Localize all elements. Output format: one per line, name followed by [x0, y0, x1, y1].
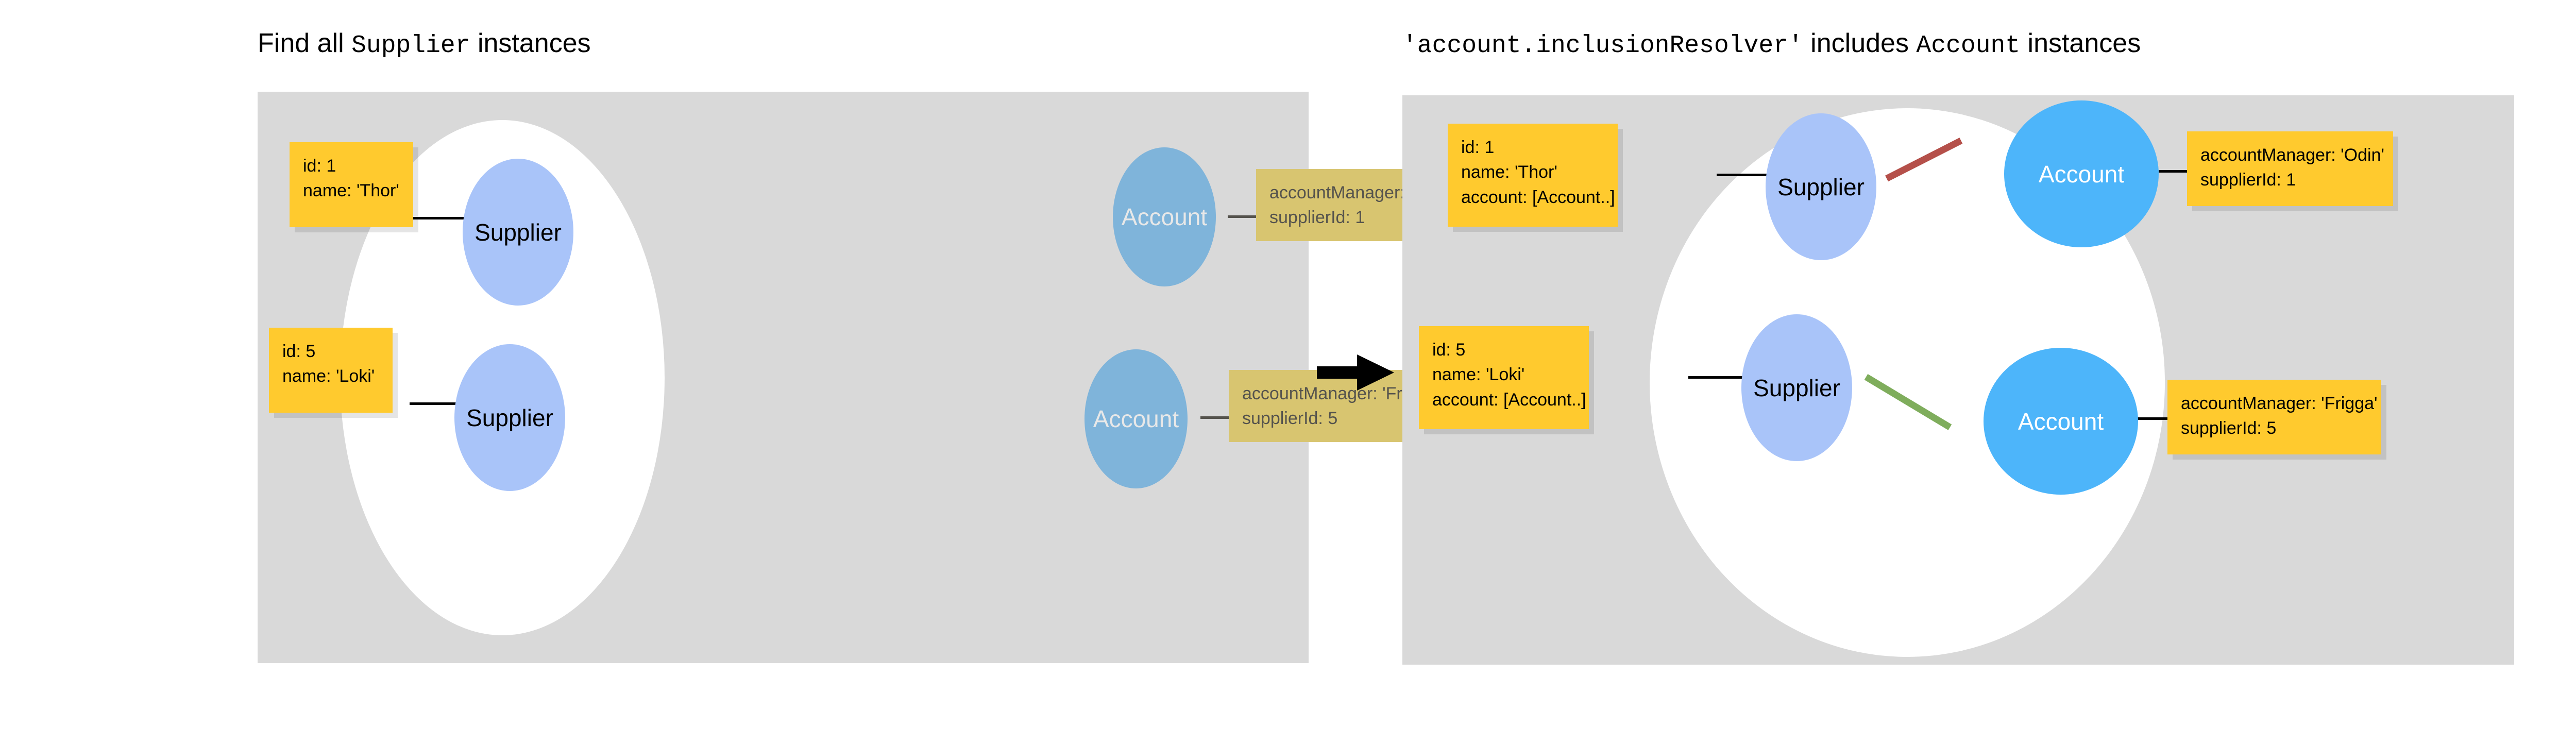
right-panel-title: 'account.inclusionResolver' includes Acc…	[1402, 30, 2141, 58]
node-supplier-5-label: Supplier	[1753, 374, 1840, 401]
property-line: supplierId: 1	[1269, 208, 1365, 228]
edge-supplier-box-1	[410, 217, 464, 219]
property-line: accountManager: 'Frigga'	[2181, 394, 2378, 413]
right-panel: Supplier Supplier Account Account id: 1 …	[1402, 95, 2514, 665]
edge-supplier-box-1	[1717, 174, 1768, 176]
property-line: id: 1	[303, 156, 336, 176]
node-account-1-label: Account	[2038, 160, 2125, 188]
node-supplier-1-label: Supplier	[474, 218, 562, 246]
property-line: accountManager: 'Odin'	[2200, 145, 2384, 165]
left-panel-title: Find all Supplier instances	[258, 30, 591, 58]
node-account-1-label: Account	[1121, 204, 1208, 230]
left-panel: Supplier Supplier Account Account id: 1 …	[258, 92, 1457, 663]
property-box-supplier-5[interactable]: id: 5 name: 'Loki' account: [Account..]	[1419, 326, 1589, 429]
property-box-account-5[interactable]: accountManager: 'Frigga' supplierId: 5	[2167, 380, 2381, 454]
node-account-5-label: Account	[2018, 408, 2104, 435]
node-account-5[interactable]: Account	[1984, 348, 2138, 495]
edge-account-box-1	[1228, 215, 1256, 218]
edge-supplier-box-5	[1688, 376, 1742, 379]
property-line: id: 1	[1461, 138, 1495, 157]
right-arrow-icon	[1317, 354, 1394, 391]
left-title-suffix: instances	[470, 28, 591, 58]
property-box-account-1[interactable]: accountManager: 'Odin' supplierId: 1	[2187, 131, 2393, 206]
property-box-supplier-5[interactable]: id: 5 name: 'Loki'	[269, 328, 393, 413]
property-line: supplierId: 5	[1242, 409, 1338, 429]
edge-account-box-1	[2159, 170, 2187, 173]
property-line: name: 'Loki'	[282, 366, 375, 386]
edge-account-box-5	[1200, 416, 1229, 419]
node-account-1[interactable]: Account	[1113, 147, 1216, 286]
right-title-suffix: instances	[2020, 28, 2141, 58]
right-title-code: 'account.inclusionResolver'	[1402, 32, 1803, 60]
left-title-prefix: Find all	[258, 28, 352, 58]
right-title-code2: Account	[1916, 32, 2021, 60]
left-title-code: Supplier	[351, 32, 470, 60]
property-box-supplier-1[interactable]: id: 1 name: 'Thor'	[290, 142, 413, 227]
property-line: id: 5	[282, 342, 316, 361]
edge-account-box-5	[2137, 417, 2167, 420]
edge-supplier-box-5	[410, 402, 456, 405]
node-supplier-1[interactable]: Supplier	[463, 159, 573, 306]
property-line: supplierId: 5	[2181, 418, 2277, 438]
property-line: id: 5	[1432, 340, 1466, 360]
node-account-5[interactable]: Account	[1084, 349, 1188, 488]
node-supplier-5[interactable]: Supplier	[454, 344, 565, 491]
property-box-supplier-1[interactable]: id: 1 name: 'Thor' account: [Account..]	[1448, 124, 1618, 227]
right-title-middle: includes	[1803, 28, 1917, 58]
node-supplier-1-label: Supplier	[1777, 173, 1865, 200]
node-supplier-5[interactable]: Supplier	[1741, 314, 1852, 461]
property-line: name: 'Loki'	[1432, 365, 1525, 385]
property-line: account: [Account..]	[1432, 390, 1586, 410]
property-line: account: [Account..]	[1461, 187, 1615, 207]
node-supplier-1[interactable]: Supplier	[1766, 113, 1876, 260]
property-line: name: 'Thor'	[303, 181, 399, 201]
property-line: name: 'Thor'	[1461, 162, 1557, 182]
property-line: supplierId: 1	[2200, 170, 2296, 190]
node-account-1[interactable]: Account	[2004, 100, 2159, 247]
node-account-5-label: Account	[1093, 405, 1179, 432]
node-supplier-5-label: Supplier	[466, 404, 553, 431]
